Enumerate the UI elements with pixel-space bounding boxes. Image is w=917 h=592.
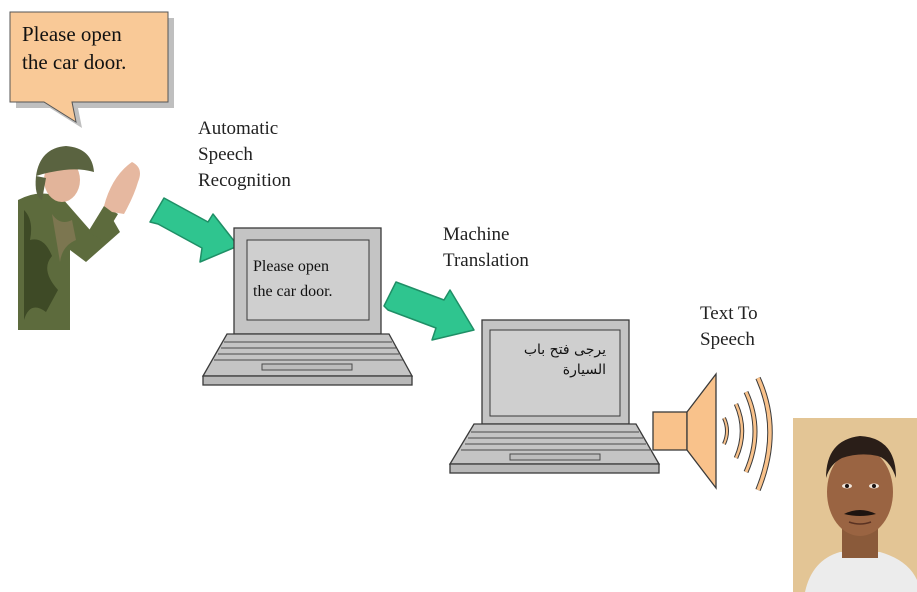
label-line: Recognition [198,170,291,191]
label-line: Translation [443,250,529,271]
label-line: Speech [700,329,755,350]
asr-label: Automatic Speech Recognition [198,116,291,194]
label-line: Text To [700,303,758,324]
laptop-2-screen-text: يرجى فتح باب السيارة [496,340,606,380]
bubble-line: the car door. [22,50,127,74]
screen-line: the car door. [253,283,333,300]
screen-line: Please open [253,258,329,275]
speech-bubble-text: Please open the car door. [22,20,162,76]
label-line: Speech [198,144,253,165]
screen-line: السيارة [562,362,606,378]
mt-label: Machine Translation [443,222,529,274]
screen-line: يرجى فتح باب [523,342,606,358]
laptop-1-screen-text: Please open the car door. [253,254,373,304]
label-line: Machine [443,224,510,245]
label-line: Automatic [198,118,279,139]
bubble-line: Please open [22,22,122,46]
tts-label: Text To Speech [700,301,758,353]
